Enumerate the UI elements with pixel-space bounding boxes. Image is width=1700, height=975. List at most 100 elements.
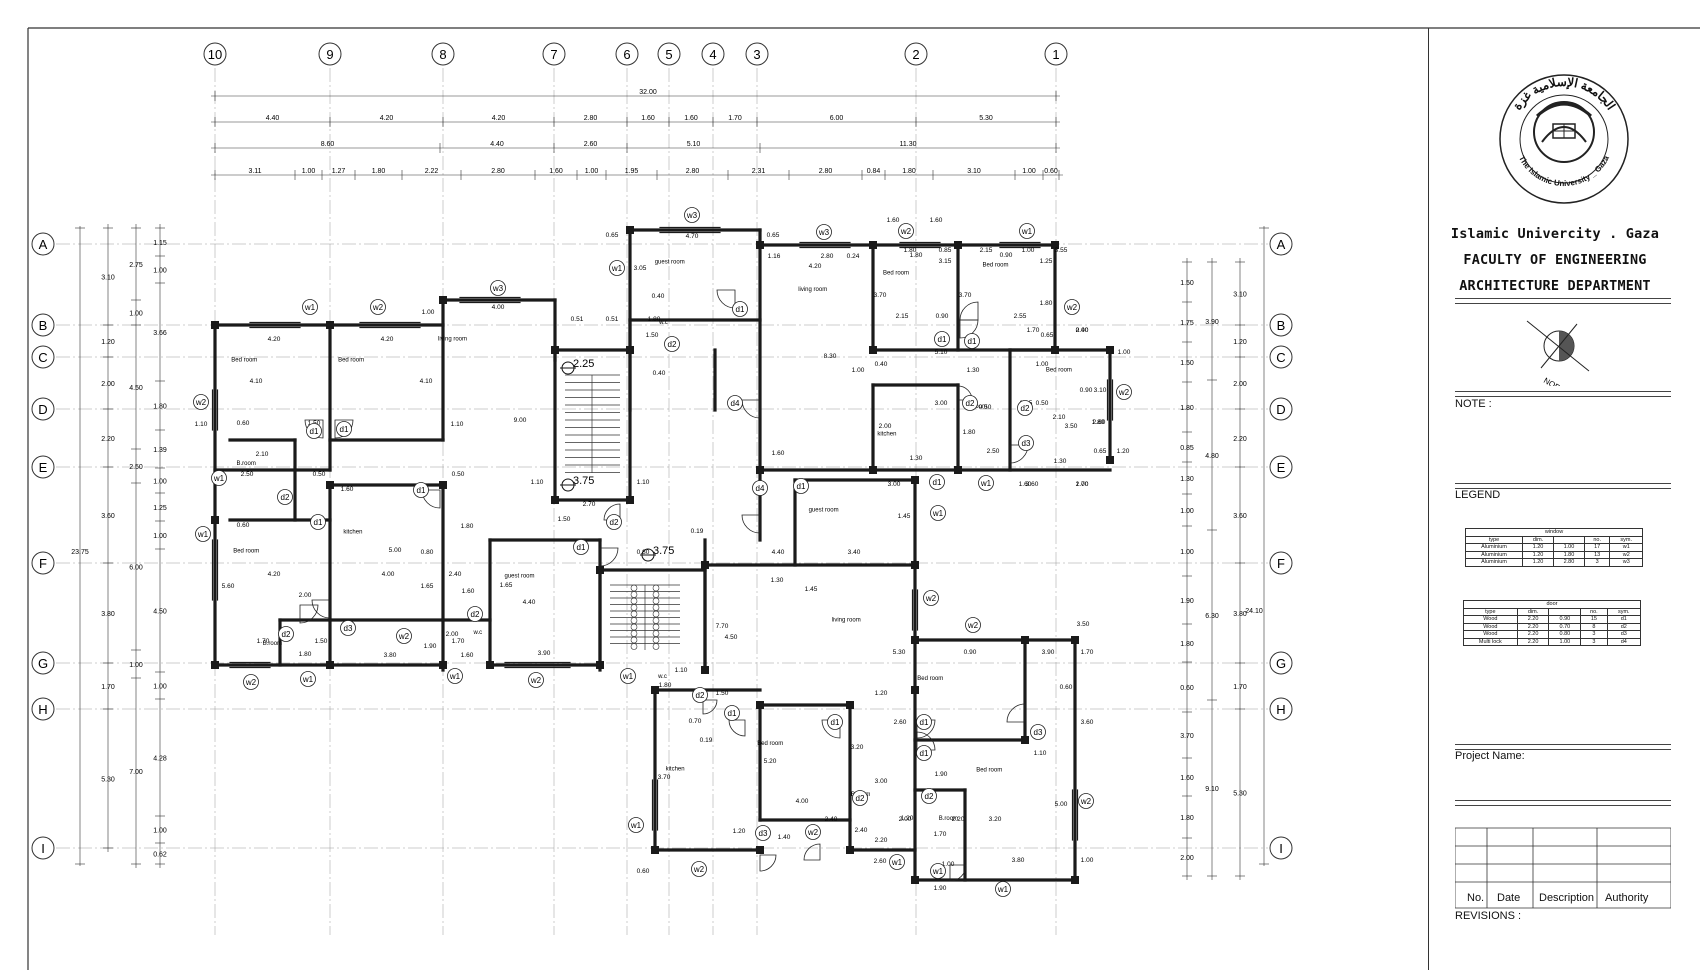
opening-tag-label: d1 <box>314 518 323 527</box>
grid-row-label: G <box>1276 656 1286 671</box>
dimension-value: 0.62 <box>153 852 167 859</box>
dimension-value: 1.30 <box>1180 476 1194 483</box>
room-name: B.room <box>968 404 987 410</box>
door-swing <box>821 719 841 739</box>
dimension-value: 1.60 <box>641 115 655 122</box>
interior-dimension: 1.10 <box>637 479 650 486</box>
room-name: living room <box>438 336 467 342</box>
room-name: Bed room <box>231 357 257 363</box>
schedule-cell: d1 <box>1606 615 1642 624</box>
interior-dimension: 1.00 <box>1036 361 1049 368</box>
opening-tag-label: w1 <box>980 479 992 488</box>
interior-dimension: 0.40 <box>875 361 888 368</box>
grid-row-label: C <box>38 350 47 365</box>
interior-dimension: 0.60 <box>1060 684 1073 691</box>
university-name: Islamic Univercity . Gaza <box>1450 226 1660 242</box>
interior-dimension: 1.30 <box>910 455 923 462</box>
column <box>439 481 447 489</box>
opening-tag <box>923 590 939 606</box>
grid-bubble <box>31 232 55 256</box>
opening-tag-label: w1 <box>302 675 314 684</box>
interior-dimension: 4.50 <box>725 634 738 641</box>
opening-tag-label: d1 <box>938 335 947 344</box>
schedule-cell: Wood <box>1463 615 1518 624</box>
grid-column-label: 6 <box>623 47 630 62</box>
dimension-value: 4.80 <box>1205 453 1219 460</box>
opening-tag <box>1078 793 1094 809</box>
interior-dimension: 1.10 <box>195 421 208 428</box>
column <box>551 496 559 504</box>
opening-tag <box>278 626 294 642</box>
interior-dimension: 1.80 <box>1092 419 1105 426</box>
dimension-value: 5.30 <box>101 777 115 784</box>
column <box>626 226 634 234</box>
opening-tag <box>302 299 318 315</box>
grid-row-label: B <box>39 318 48 333</box>
interior-dimension: 1.50 <box>646 332 659 339</box>
opening-tag <box>793 478 809 494</box>
column <box>701 561 709 569</box>
grid-column-label: 9 <box>326 47 333 62</box>
opening-tag-label: d1 <box>736 305 745 314</box>
grid-column-label: 1 <box>1052 47 1059 62</box>
interior-dimension: 0.65 <box>767 232 780 239</box>
opening-tag <box>889 854 905 870</box>
grid-bubble <box>31 836 55 860</box>
schedule-title: window <box>1465 528 1643 537</box>
opening-tag <box>692 687 708 703</box>
opening-tag-label: w2 <box>372 303 384 312</box>
interior-dimension: 1.00 <box>1081 857 1094 864</box>
grid-row-label: B <box>1277 318 1286 333</box>
door-arc <box>821 719 841 739</box>
opening-tag <box>1019 223 1035 239</box>
opening-tag <box>664 336 680 352</box>
schedule-cell: 0.70 <box>1548 622 1582 631</box>
opening-tag <box>573 539 589 555</box>
interior-dimension: 1.60 <box>462 588 475 595</box>
interior-dimension: 1.80 <box>910 252 923 259</box>
university-seal: الجامعة الإسلامية غزة The Islamic Univer… <box>1499 74 1629 204</box>
grid-bubble <box>1269 697 1293 721</box>
grid-bubble <box>431 42 455 66</box>
interior-dimension: 1.70 <box>934 831 947 838</box>
dimension-value: 2.60 <box>584 141 598 148</box>
interior-dimension: 1.00 <box>942 861 955 868</box>
interior-dimension: 1.10 <box>451 421 464 428</box>
dimension-value: 7.00 <box>129 769 143 776</box>
opening-tag-label: w1 <box>197 530 209 539</box>
dimension-value: 4.40 <box>490 141 504 148</box>
interior-dimension: 0.60 <box>237 522 250 529</box>
interior-dimension: 4.10 <box>250 378 263 385</box>
interior-dimension: 2.00 <box>446 631 459 638</box>
stair-baluster <box>630 584 638 592</box>
column <box>326 661 334 669</box>
interior-dimension: 2.15 <box>980 247 993 254</box>
schedule-cell: 3 <box>1580 637 1608 646</box>
interior-dimension: 1.80 <box>299 651 312 658</box>
grid-row-label: A <box>1277 237 1286 252</box>
interior-dimension: 4.20 <box>268 571 281 578</box>
column <box>596 566 604 574</box>
project-name-label: Project Name: <box>1455 750 1525 762</box>
opening-tag <box>370 299 386 315</box>
dimension-value: 3.60 <box>1233 513 1247 520</box>
grid-column-label: 5 <box>665 47 672 62</box>
opening-tag <box>628 817 644 833</box>
schedule-cell: w1 <box>1609 543 1643 552</box>
room-name: guest room <box>655 260 685 266</box>
interior-dimension: 1.00 <box>1118 349 1131 356</box>
schedule-header: dim. <box>1522 535 1554 544</box>
column <box>326 481 334 489</box>
column <box>756 701 764 709</box>
grid-bubble <box>1269 836 1293 860</box>
interior-dimension: 2.40 <box>449 571 462 578</box>
column <box>326 321 334 329</box>
stair-layer: 2.253.753.75 <box>560 358 680 650</box>
interior-dimension: 2.00 <box>879 423 892 430</box>
room-name: w.c <box>658 320 668 326</box>
dimension-value: 1.27 <box>332 168 346 175</box>
interior-dimension: 2.20 <box>875 837 888 844</box>
